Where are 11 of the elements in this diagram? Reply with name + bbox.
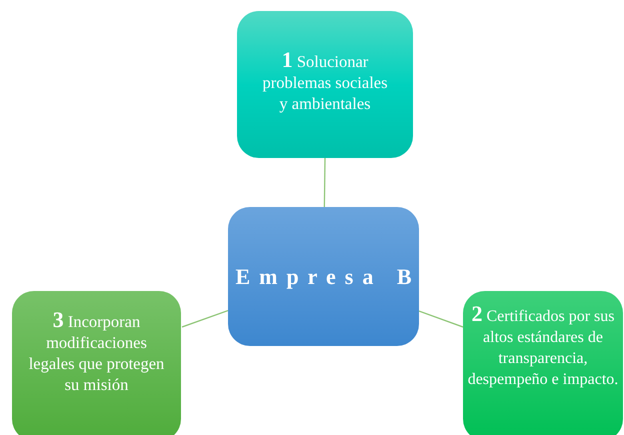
- goal-box: [463, 291, 623, 435]
- node-text: 1 Solucionar problemas sociales y ambientales: [261, 49, 389, 114]
- node-text: Empresa B: [235, 266, 421, 287]
- connector-line: [418, 310, 464, 328]
- connector-line: [324, 158, 326, 207]
- node-text: 2 Certificados por sus altos estándares de transparencia, despempeño e impacto.: [466, 303, 620, 390]
- goal-box: [12, 291, 181, 435]
- goal-box: [237, 11, 413, 158]
- center-box: [228, 207, 419, 346]
- connector-line: [182, 310, 228, 328]
- node-text: 3 Incorporan modificaciones legales que protegen su misión: [28, 309, 166, 395]
